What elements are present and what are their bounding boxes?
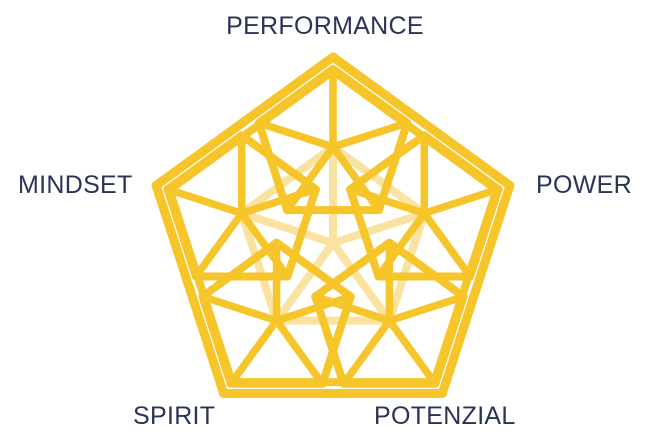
- hub-spoke-2: [329, 239, 394, 325]
- hub-spoke-1: [329, 209, 429, 247]
- petal-spoke-1-3: [346, 185, 429, 218]
- petal-spoke-3-4: [272, 316, 327, 388]
- outer-pentagon-group: [151, 52, 515, 398]
- petal-spoke-3-1: [198, 292, 281, 325]
- petal-spoke-3-0: [226, 316, 281, 388]
- faint-center-spokes-group: [237, 143, 429, 325]
- axis-label-spirit: SPIRIT: [133, 402, 216, 430]
- petal-spoke-1-0: [420, 185, 503, 218]
- hub-pentagon: [237, 143, 429, 325]
- petal-spoke-2-4: [385, 292, 468, 325]
- petal-spoke-3-3: [272, 292, 355, 325]
- outer-pentagon-inner-edge: [165, 67, 501, 387]
- axis-label-potenzial: POTENZIAL: [374, 402, 516, 430]
- petal-spoke-0-1: [329, 119, 411, 151]
- petal-spoke-4-0: [163, 185, 246, 218]
- axis-label-mindset: MINDSET: [18, 171, 133, 199]
- axis-label-power: POWER: [536, 171, 632, 199]
- axis-label-performance: PERFORMANCE: [226, 12, 424, 40]
- outer-pentagon-edge: [151, 52, 515, 398]
- petal-spoke-4-2: [237, 185, 320, 218]
- petal-spoke-4-4: [192, 209, 246, 281]
- hub-spoke-4: [237, 209, 337, 247]
- hub-spoke-3: [272, 239, 337, 325]
- petal-spoke-4-3: [237, 209, 292, 281]
- petal-spoke-1-1: [420, 209, 474, 281]
- petal-spoke-2-0: [385, 316, 440, 388]
- petal-spoke-2-1: [339, 316, 394, 388]
- petal-spoke-0-4: [255, 119, 337, 151]
